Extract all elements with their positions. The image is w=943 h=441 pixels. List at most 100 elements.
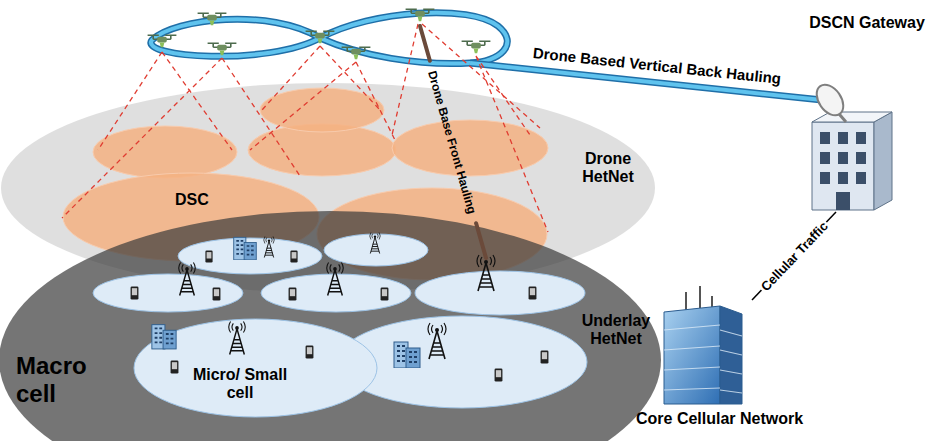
region-label: Underlay HetNet: [579, 312, 653, 349]
dsc-cell: DSC: [62, 172, 320, 262]
node-shape: [1, 83, 655, 293]
drone: [148, 35, 177, 47]
drone: [406, 9, 435, 21]
mobile-phone: [529, 286, 537, 299]
coverage-beam: [262, 46, 380, 110]
mobile-phone: [495, 368, 503, 381]
building-door: [836, 192, 850, 210]
traffic-link: [752, 212, 836, 300]
cell-equipment: [131, 233, 549, 382]
cell-label: Micro/ Small cell: [188, 366, 292, 403]
fronthaul-link: [420, 26, 486, 258]
dsc-coverage-area: [260, 88, 384, 132]
node-outline: [0, 82, 656, 294]
node-shape: [0, 211, 661, 441]
cell-tower: [428, 323, 446, 359]
macro-cell: Macro cell Underlay HetNet Micro/ Small c…: [0, 210, 662, 441]
fronthaul-segment: [476, 223, 486, 258]
dsc-coverage-area: [317, 188, 547, 280]
backhaul-link-outline: [470, 63, 822, 100]
dish: [811, 80, 849, 120]
small-cell-area: [324, 234, 428, 266]
coverage-beam: [250, 62, 395, 150]
mobile-phone: [381, 287, 389, 300]
mobile-phone: [541, 350, 549, 363]
small-cell-area: [415, 271, 585, 315]
building-windows: [820, 132, 866, 184]
cell-equipment: [152, 322, 314, 374]
small-cell-area: [93, 274, 243, 312]
coverage-beam: [392, 24, 540, 135]
dsc-coverage-area: [93, 126, 237, 178]
backhaul-label: Drone Based Vertical Back Hauling: [532, 44, 782, 87]
label-holder: Drone Base Front Hauling: [424, 68, 482, 215]
building-side: [720, 306, 742, 404]
network-label: Core Cellular Network: [636, 410, 803, 428]
coverage-beam: [62, 58, 300, 218]
mobile-phone: [306, 345, 314, 358]
backhaul-loop-outline: [151, 13, 507, 64]
dscn-gateway: DSCN Gateway: [796, 10, 942, 212]
cell-tower: [327, 263, 344, 296]
cell-tower: [477, 255, 495, 291]
satellite-dish: [811, 80, 849, 122]
text-slot: Underlay HetNet: [579, 312, 653, 349]
fronthaul-label: Drone Base Front Hauling: [424, 69, 478, 215]
drone: [306, 31, 335, 43]
small-cell: Micro/ Small cell: [133, 318, 378, 418]
mobile-phone: [213, 287, 221, 300]
text-slot: Drone HetNet: [572, 150, 644, 187]
cell-label: Macro cell: [16, 352, 100, 407]
mobile-phone: [171, 360, 179, 373]
small-cell-area: [178, 238, 322, 274]
node-shape: [134, 319, 377, 417]
backhaul-link-fill: [470, 63, 822, 100]
text-slot: Core Cellular Network: [636, 410, 803, 428]
edge-label: Cellular Traffic: [757, 218, 833, 297]
backhaul-loop: [151, 13, 822, 100]
coverage-beam: [98, 52, 232, 150]
mobile-phone: [290, 251, 297, 263]
backhaul-loop-fill: [151, 13, 507, 64]
text-slot: DSC: [175, 191, 209, 209]
roof-antennas: [686, 286, 712, 310]
cell-tower: [179, 263, 196, 296]
dsc-coverage-area: [248, 124, 396, 176]
dsc-coverage-area: [392, 120, 548, 176]
drone: [462, 41, 491, 53]
label-holder: Drone Based Vertical Back Hauling: [532, 44, 782, 88]
core-cellular-network: Core Cellular Network: [634, 300, 808, 436]
node-outline: [0, 210, 662, 441]
node-outline: [62, 172, 320, 262]
text-slot: Macro cell: [16, 352, 100, 407]
cell-tower: [264, 237, 275, 258]
connector-group: [752, 212, 836, 300]
glass-stripes: [664, 325, 742, 393]
small-cells: [93, 234, 587, 408]
coverage-beams: [62, 24, 548, 232]
region-label: Drone HetNet: [572, 150, 644, 187]
cell-tower: [229, 322, 246, 355]
mobile-phone: [205, 251, 212, 263]
gateway-label: DSCN Gateway: [796, 14, 938, 32]
fronthaul-segment: [420, 26, 430, 61]
drone: [208, 43, 237, 55]
coverage-beam: [476, 56, 548, 232]
building-roof: [812, 112, 892, 122]
core-building: [664, 286, 742, 404]
drone-swarm: [148, 9, 491, 59]
mobile-phone: [131, 286, 139, 299]
node-shape: [63, 173, 319, 261]
text-slot: Micro/ Small cell: [188, 366, 292, 403]
text-slot: DSCN Gateway: [796, 14, 938, 32]
edge-label-holder: Cellular Traffic: [755, 216, 833, 297]
mobile-phone: [289, 287, 297, 300]
